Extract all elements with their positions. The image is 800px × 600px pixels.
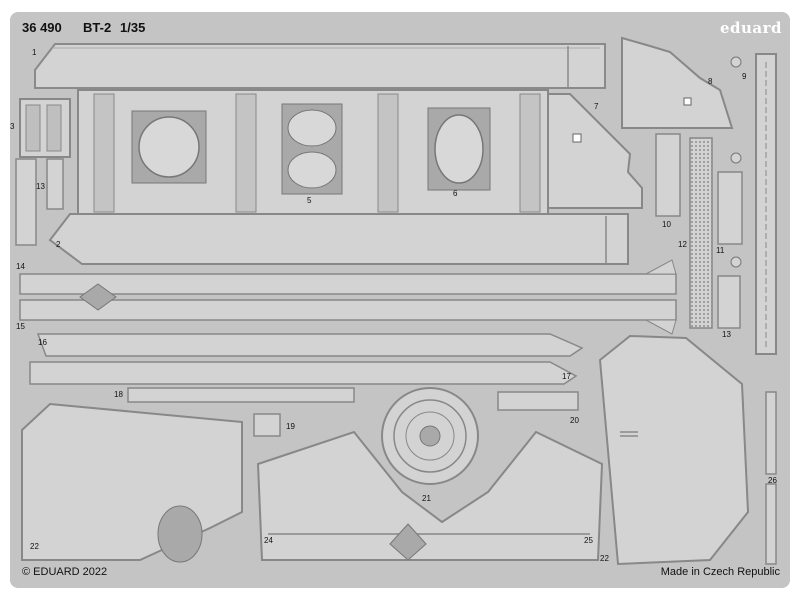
part-1-plate	[34, 43, 606, 89]
part-8-plate	[621, 36, 734, 129]
part-number: 3	[10, 122, 15, 131]
part-number: 14	[16, 262, 25, 271]
part-number: 6	[453, 189, 458, 198]
part-number: 9	[742, 72, 747, 81]
part-number: 25	[584, 536, 593, 545]
part-number: 22	[600, 554, 609, 563]
part-18-strip	[127, 387, 355, 403]
part-7-plate	[547, 93, 643, 209]
part-10-11-12	[655, 133, 743, 329]
part-number: 18	[114, 390, 123, 399]
model-name: BT-2	[83, 20, 112, 35]
part-number: 17	[562, 372, 571, 381]
part-number: 10	[662, 220, 671, 229]
part-22-right-plate	[598, 334, 750, 566]
part-14-15-rails	[19, 259, 677, 335]
part-2-plate	[48, 213, 629, 265]
copyright-text: © EDUARD 2022	[22, 566, 108, 578]
scale-label: 1/35	[120, 20, 146, 35]
part-3-frame	[19, 98, 71, 158]
part-number: 22	[30, 542, 39, 551]
part-number: 2	[56, 240, 61, 249]
origin-text: Made in Czech Republic	[660, 566, 780, 578]
part-4-5-6-frames	[77, 89, 549, 215]
part-number: 13	[722, 330, 731, 339]
eduard-logo: eduard	[719, 19, 782, 37]
part-number: 12	[678, 240, 687, 249]
part-number: 1	[32, 48, 37, 57]
part-19	[253, 413, 281, 437]
part-20	[497, 391, 579, 411]
part-number: 11	[716, 246, 725, 255]
part-number: 15	[16, 322, 25, 331]
fret-drawing	[15, 36, 777, 566]
part-number: 26	[768, 476, 777, 485]
part-22-left-plate	[21, 402, 243, 563]
part-number: 8	[708, 77, 713, 86]
part-13-left	[15, 158, 64, 246]
part-number: 16	[38, 338, 47, 347]
photo-etch-fret: 36 490 BT-2 1/35 eduard 1 2 3 5 6 7 8 9 …	[10, 12, 790, 588]
set-number: 36 490	[22, 20, 62, 35]
part-16-17-strips	[29, 333, 584, 385]
part-number: 20	[570, 416, 579, 425]
part-number: 19	[286, 422, 295, 431]
part-24-25-plates	[256, 430, 604, 561]
part-9-strip	[730, 53, 777, 355]
part-number: 13	[36, 182, 45, 191]
part-number: 21	[422, 494, 431, 503]
part-26-strips	[765, 391, 777, 565]
part-21-disc	[381, 387, 479, 485]
part-number: 5	[307, 196, 312, 205]
part-number: 7	[594, 102, 599, 111]
part-number: 24	[264, 536, 273, 545]
